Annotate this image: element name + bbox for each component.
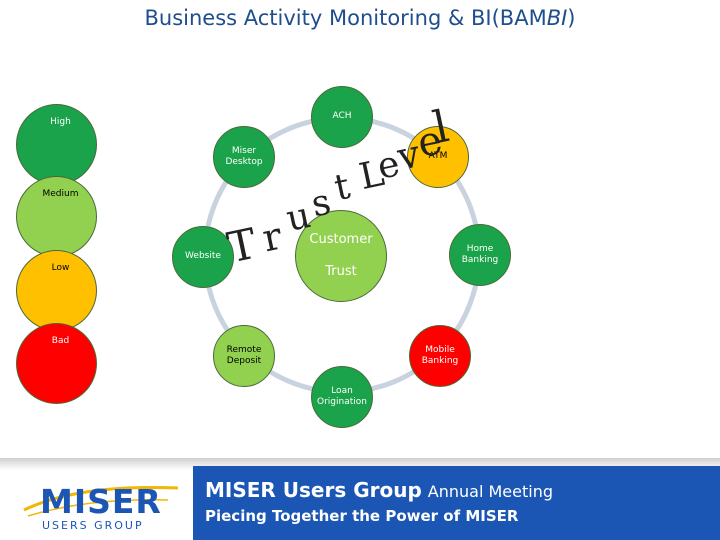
node-mobile-banking-label: Mobile Banking [421,344,459,366]
center-line2: Trust [325,264,357,280]
footer-line1-bold: MISER Users Group [205,478,422,502]
node-home-banking-label: Home Banking [461,243,499,265]
logo-subtext: USERS GROUP [42,519,144,532]
legend-label-medium: Medium [42,189,79,199]
node-website: Website [172,226,234,288]
footer-line1-rest: Annual Meeting [427,482,554,501]
node-loan-origination-label: Loan Origination [317,385,367,407]
legend-label-low: Low [51,263,70,273]
node-atm-label: ATM [428,151,448,162]
node-remote-deposit-label: Remote Deposit [226,344,262,366]
node-ach-label: ACH [332,111,352,122]
legend-high: High [16,104,97,185]
node-loan-origination: Loan Origination [311,366,373,428]
legend-label-bad: Bad [51,336,70,346]
logo-text: MISER [40,482,162,521]
node-ach: ACH [311,86,373,148]
miser-logo: MISER USERS GROUP [18,480,188,534]
legend-bad: Bad [16,323,97,404]
node-atm: ATM [407,126,469,188]
title-main: Business Activity Monitoring & BI(BAM [144,6,547,30]
title-italic: BI [546,6,568,30]
logo-swoosh-icon [23,485,179,517]
footer-line2: Piecing Together the Power of MISER [205,507,519,525]
node-miser-desktop-label: Miser Desktop [225,145,263,167]
title-close: ) [567,6,576,30]
node-miser-desktop: Miser Desktop [213,126,275,188]
node-home-banking: Home Banking [449,224,511,286]
page-title: Business Activity Monitoring & BI(BAMBI) [0,6,720,30]
legend-label-high: High [50,117,71,127]
center-line1: Customer [309,231,373,247]
node-website-label: Website [185,251,221,262]
node-remote-deposit: Remote Deposit [213,325,275,387]
footer-banner: MISER Users Group Annual Meeting Piecing … [193,466,720,540]
node-mobile-banking: Mobile Banking [409,325,471,387]
